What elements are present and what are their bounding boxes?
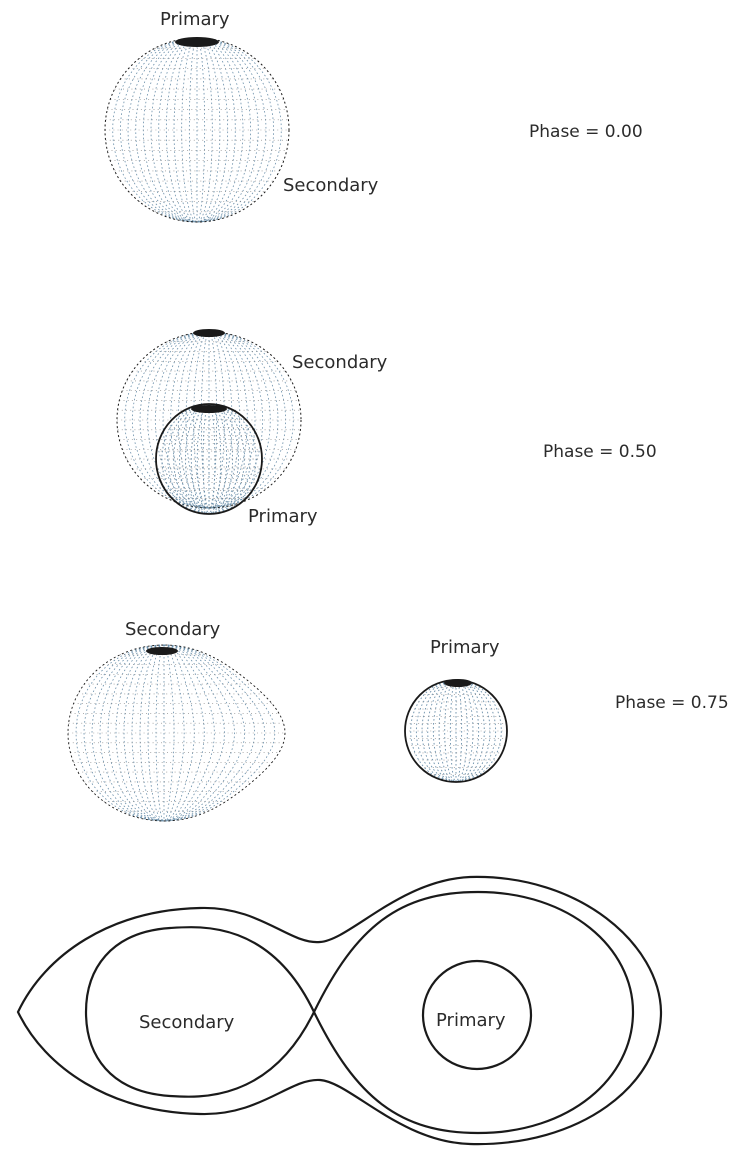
primary-label: Primary — [430, 637, 500, 658]
panel-phase-50 — [117, 329, 301, 514]
primary-star-side — [405, 680, 507, 782]
meridian-line — [411, 680, 456, 782]
meridian-line — [164, 645, 194, 821]
meridian-line — [166, 38, 197, 222]
meridian-line — [456, 680, 501, 782]
outer-equipotential-curve — [18, 877, 661, 1144]
roche-lobe-diagram — [18, 877, 661, 1144]
secondary-star-cap — [146, 647, 178, 655]
primary-label: Primary — [160, 9, 230, 30]
meridian-line — [197, 38, 281, 222]
meridian-line — [433, 680, 456, 782]
secondary-label: Secondary — [292, 352, 387, 373]
meridian-line — [450, 680, 456, 782]
panel-phase-75 — [68, 645, 507, 821]
meridian-line — [92, 645, 164, 821]
meridian-line — [128, 38, 197, 222]
secondary-star-side — [68, 645, 285, 821]
meridian-line — [456, 680, 462, 782]
star-outline — [68, 645, 285, 821]
meridian-line — [209, 332, 232, 508]
secondary-label: Secondary — [125, 619, 220, 640]
panel-phase-0 — [105, 37, 289, 222]
primary-star-cap — [191, 405, 227, 413]
meridian-line — [148, 332, 209, 508]
meridian-line — [209, 404, 215, 514]
phase-label: Phase = 0.75 — [615, 693, 729, 713]
primary-star-cap — [175, 37, 219, 47]
meridian-line — [203, 404, 209, 514]
meridian-line — [456, 680, 479, 782]
meridian-line — [136, 38, 197, 222]
secondary-star-cap — [193, 329, 225, 337]
polar-cap — [444, 679, 472, 687]
roche-secondary-label: Secondary — [139, 1012, 234, 1033]
meridian-line — [185, 404, 209, 514]
meridian-line — [209, 404, 233, 514]
polar-cap — [146, 647, 178, 655]
primary-star-front — [156, 404, 262, 514]
secondary-star-front — [105, 38, 289, 222]
meridian-line — [189, 38, 197, 222]
secondary-label: Secondary — [283, 175, 378, 196]
meridian-line — [197, 38, 220, 222]
phase-label: Phase = 0.50 — [543, 442, 657, 462]
meridian-line — [164, 645, 265, 821]
phase-label: Phase = 0.00 — [529, 122, 643, 142]
roche-primary-label: Primary — [436, 1010, 506, 1031]
meridian-line — [151, 38, 197, 222]
polar-cap — [175, 37, 219, 47]
meridian-line — [456, 680, 467, 782]
primary-label: Primary — [248, 506, 318, 527]
meridian-line — [113, 38, 197, 222]
polar-cap — [191, 405, 227, 413]
primary-star-cap — [444, 679, 472, 687]
polar-cap — [193, 329, 225, 337]
meridian-line — [445, 680, 456, 782]
